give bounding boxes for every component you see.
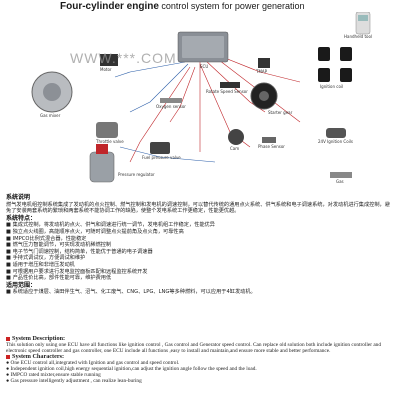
label-coil-24v: 24V Ignition Coils <box>318 139 353 144</box>
handheld-screen <box>358 15 368 21</box>
en-char-item: ● IMPCO rated mixter,ensure stable runni… <box>6 372 101 378</box>
en-char-item: ● Gas pressure intelligently adjustment … <box>6 378 142 384</box>
tmap-sensor <box>258 58 270 68</box>
en-desc-body: This solution only using one ECU have al… <box>6 342 381 354</box>
en-char-title: System Characters: <box>6 353 394 360</box>
label-rotate-sensor: Rotate Speed Sensor <box>206 89 248 94</box>
en-desc-title: System Description: <box>6 335 394 342</box>
ignition-coils <box>318 47 352 82</box>
red-square-icon <box>6 354 10 359</box>
label-oxygen-sensor: Oxygen sensor <box>156 104 186 109</box>
label-starter-gear: Starter gear <box>268 110 293 115</box>
throttle-valve <box>96 122 118 138</box>
cam <box>228 129 244 145</box>
mixer-core <box>43 83 61 101</box>
page-title: Four-cylinder engine control system for … <box>60 1 305 12</box>
gas-inlet <box>330 172 352 178</box>
cn-feature-item: ■ 独立点火线圈，高能顺序点火，可随时调整点火提前角及点火角，可靠性高 <box>6 228 184 235</box>
oxygen-sensor <box>160 98 182 103</box>
cn-system-body: 燃气发电机组控制系统集成了发动机的点火控制、燃气控制和发电机的调速控制，可以替代… <box>6 201 390 215</box>
label-pressure-regulator: Pressure regulator <box>118 172 155 177</box>
engine-control-diagram: Handheld tool ECU Ignition coil TMAP Rot… <box>0 11 400 194</box>
regulator-top <box>96 144 108 154</box>
label-tmap: TMAP <box>256 69 268 74</box>
signal-lines <box>114 61 216 163</box>
cn-section: 系统说明 燃气发电机组控制系统集成了发动机的点火控制、燃气控制和发电机的调速控制… <box>6 194 394 296</box>
en-section: System Description: This solution only u… <box>6 335 394 384</box>
pressure-regulator <box>89 151 115 183</box>
cn-scope-title: 适用范围： <box>6 281 37 289</box>
cn-feature-item: ■ 燃气压力智能调节，可实现发动机稀燃控制 <box>6 242 112 249</box>
cn-feature-item: ■ 手持式调试仪，方便调试和维护 <box>6 255 86 262</box>
cn-scope-body: ■ 系统适应于煤层、油田伴生气、沼气、化工废气、CNG、LPG、LNG等多种燃料… <box>6 289 256 296</box>
red-square-icon <box>6 336 10 341</box>
cn-feature-item: ■ 产品性价比高，部件性能可靠，维护费用低 <box>6 275 112 282</box>
fuel-pressure-valve <box>150 142 170 154</box>
label-ecu: ECU <box>200 64 209 69</box>
cn-feature-item: ■ 集成式控制，将发动机的点火、供气和调速进行统一调节，发电机组工作稳定，性能优… <box>6 222 215 229</box>
label-throttle: Throttle valve <box>96 139 124 144</box>
coil-24v <box>326 128 346 138</box>
label-phase-sensor: Phase Sensor <box>258 144 285 149</box>
ecu-panel <box>182 36 224 58</box>
gear-hub <box>259 91 269 101</box>
cn-feature-item: ■ 可根据用户要求进行发电监控面板匹配和远程监控系统开发 <box>6 268 148 275</box>
rotate-speed-sensor <box>220 82 240 88</box>
label-ignition-coil: Ignition coil <box>320 84 344 89</box>
label-gas-mixer: Gas mixer <box>40 113 61 118</box>
label-motor: Motor <box>100 67 112 72</box>
label-fuel-valve: Fuel pressure valve <box>142 155 181 160</box>
phase-sensor <box>262 137 276 143</box>
watermark: WWW.***.COM <box>70 50 177 66</box>
diagram-svg <box>31 11 371 183</box>
cn-features-title: 系统特点： <box>6 214 37 222</box>
en-char-item: ● One ECU control all,integrated with Ig… <box>6 360 180 366</box>
cn-feature-item: ■ IMPCO比例式混合器，性能稳定 <box>6 235 87 242</box>
motor <box>100 54 118 66</box>
label-cam: Cam <box>230 146 240 151</box>
cn-system-title: 系统说明 <box>6 194 31 201</box>
en-char-item: ● Independent ignition coil,high energy … <box>6 366 257 372</box>
cn-feature-item: ■ 适用于增压和非增压发动机 <box>6 261 75 268</box>
label-handheld: Handheld tool <box>344 34 373 39</box>
cn-feature-item: ■ 电子节气门调速控制，结构简单，性能优于普通的电子调速器 <box>6 248 153 255</box>
label-gas: Gas <box>336 179 344 184</box>
